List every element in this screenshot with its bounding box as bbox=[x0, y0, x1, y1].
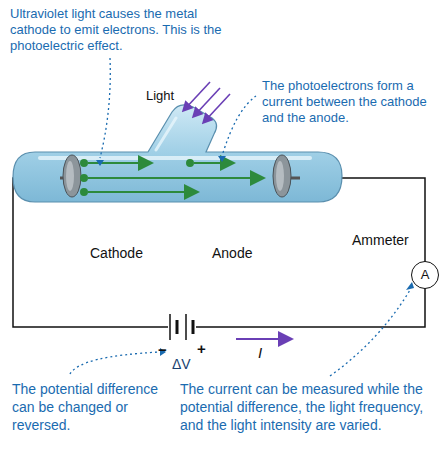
leader-arrowheads bbox=[96, 156, 414, 356]
battery-symbol bbox=[170, 314, 193, 340]
photoelectron-arrows bbox=[81, 160, 262, 195]
callout-note: Ultraviolet light causes the metal catho… bbox=[10, 6, 228, 54]
callout-note: The current can be measured while the po… bbox=[180, 380, 444, 434]
part-name: Anode bbox=[212, 245, 252, 261]
polarity-sign: − bbox=[158, 342, 167, 358]
light-rays bbox=[184, 82, 230, 122]
polarity-sign: + bbox=[197, 341, 206, 357]
part-name: Cathode bbox=[90, 245, 143, 261]
light-label: Light bbox=[146, 88, 174, 104]
callout-note: The potential difference can be changed … bbox=[12, 380, 162, 434]
part-name: Ammeter bbox=[352, 232, 409, 248]
ammeter-letter: A bbox=[421, 268, 430, 282]
current-arrow bbox=[236, 338, 290, 340]
voltage-symbol: ΔV bbox=[172, 356, 191, 372]
electrodes bbox=[60, 155, 300, 197]
ammeter-symbol: A bbox=[411, 261, 439, 289]
callout-note: The photoelectrons form a current betwee… bbox=[262, 78, 427, 126]
current-symbol: I bbox=[258, 345, 262, 361]
